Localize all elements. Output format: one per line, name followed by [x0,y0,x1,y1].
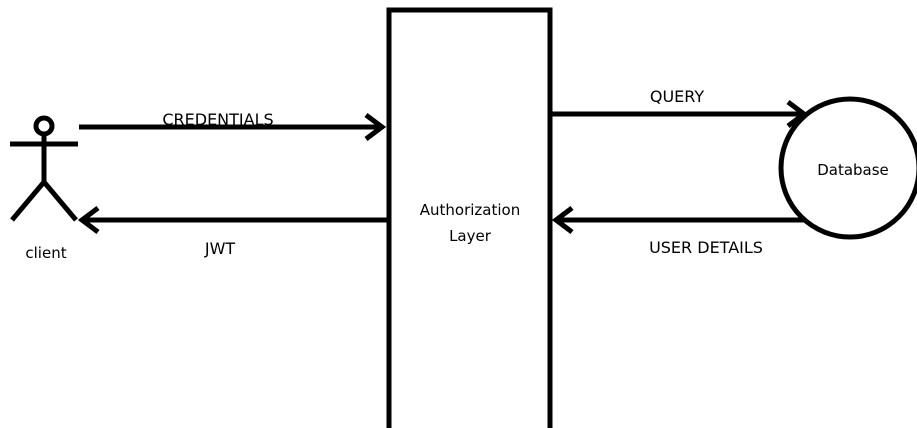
query-arrow [552,100,809,128]
authorization-layer-label-line2: Layer [449,227,492,245]
client-label: client [25,244,66,262]
database-node [778,96,917,240]
user-details-arrow [551,206,804,234]
client-actor [10,115,78,222]
user-details-label: USER DETAILS [649,238,763,257]
credentials-arrow [79,113,387,141]
query-label: QUERY [650,87,705,106]
client-head [33,115,55,137]
database-label: Database [817,161,889,179]
jwt-arrow [77,206,387,234]
client-left-leg [10,180,46,222]
jwt-label: JWT [204,239,236,258]
authorization-layer-label-line1: Authorization [420,201,520,219]
credentials-label: CREDENTIALS [162,110,273,129]
authorization-layer-box [386,7,553,428]
client-right-leg [42,180,78,222]
